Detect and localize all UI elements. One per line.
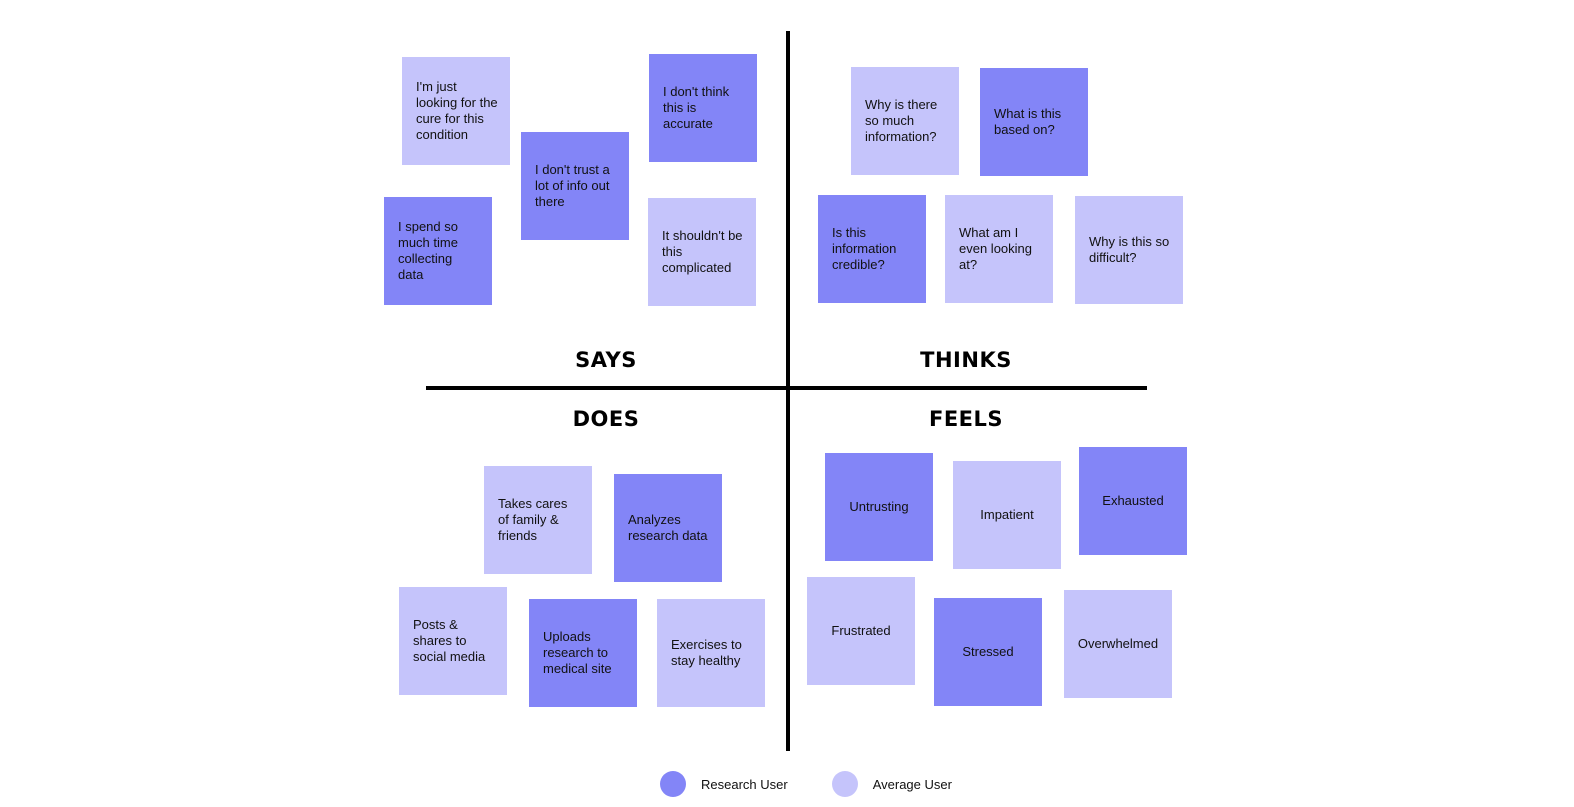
says-quadrant-label: SAYS <box>575 348 637 372</box>
does-note: Posts & shares to social media <box>399 587 507 695</box>
says-note-text: I don't trust a lot of info out there <box>535 162 610 209</box>
does-note-text: Posts & shares to social media <box>413 617 486 664</box>
feels-note-text: Untrusting <box>849 499 909 514</box>
feels-note: Stressed <box>934 598 1042 706</box>
says-note: I don't think this is accurate <box>649 54 757 162</box>
thinks-note: What is this based on? <box>980 68 1088 176</box>
says-note: It shouldn't be this complicated <box>648 198 756 306</box>
does-note: Uploads research to medical site <box>529 599 637 707</box>
vertical-axis-divider <box>786 31 790 751</box>
feels-note-text: Overwhelmed <box>1077 636 1159 651</box>
does-note-text: Analyzes research data <box>628 512 708 543</box>
does-note: Takes cares of family & friends <box>484 466 592 574</box>
average-user-swatch-icon <box>831 771 858 797</box>
does-note: Analyzes research data <box>614 474 722 582</box>
legend: Research User Average User <box>660 769 996 799</box>
says-note: I'm just looking for the cure for this c… <box>402 57 510 165</box>
research-user-swatch-icon <box>660 771 686 797</box>
thinks-note-text: Why is this so difficult? <box>1089 234 1170 265</box>
thinks-note: Why is there so much information? <box>851 67 959 175</box>
says-note-text: I don't think this is accurate <box>663 84 730 131</box>
does-note: Exercises to stay healthy <box>657 599 765 707</box>
legend-label-research: Research User <box>701 776 788 792</box>
feels-note: Frustrated <box>807 577 915 685</box>
feels-note-text: Exhausted <box>1102 493 1164 508</box>
thinks-note-text: What am I even looking at? <box>959 225 1032 272</box>
says-note-text: I spend so much time collecting data <box>398 219 458 282</box>
feels-note-text: Frustrated <box>831 623 891 638</box>
does-note-text: Takes cares of family & friends <box>498 496 568 543</box>
legend-label-average: Average User <box>872 776 952 792</box>
thinks-note-text: Is this information credible? <box>832 225 897 272</box>
says-note: I don't trust a lot of info out there <box>521 132 629 240</box>
thinks-note-text: What is this based on? <box>994 106 1062 137</box>
thinks-note: Why is this so difficult? <box>1075 196 1183 304</box>
thinks-quadrant-label: THINKS <box>920 348 1012 372</box>
says-note: I spend so much time collecting data <box>384 197 492 305</box>
does-note-text: Uploads research to medical site <box>543 629 612 676</box>
thinks-note: What am I even looking at? <box>945 195 1053 303</box>
says-note-text: I'm just looking for the cure for this c… <box>416 79 498 142</box>
says-note-text: It shouldn't be this complicated <box>662 228 743 275</box>
feels-note: Untrusting <box>825 453 933 561</box>
thinks-note-text: Why is there so much information? <box>865 97 938 144</box>
does-note-text: Exercises to stay healthy <box>671 637 742 668</box>
feels-note-text: Impatient <box>980 507 1034 522</box>
thinks-note: Is this information credible? <box>818 195 926 303</box>
feels-quadrant-label: FEELS <box>928 407 1004 431</box>
feels-note: Impatient <box>953 461 1061 569</box>
feels-note: Overwhelmed <box>1064 590 1172 698</box>
horizontal-axis-divider <box>426 386 1147 390</box>
feels-note-text: Stressed <box>962 644 1014 659</box>
does-quadrant-label: DOES <box>572 407 640 431</box>
feels-note: Exhausted <box>1079 447 1187 555</box>
legend-item-average: Average User <box>831 771 952 797</box>
legend-item-research: Research User <box>660 771 788 797</box>
